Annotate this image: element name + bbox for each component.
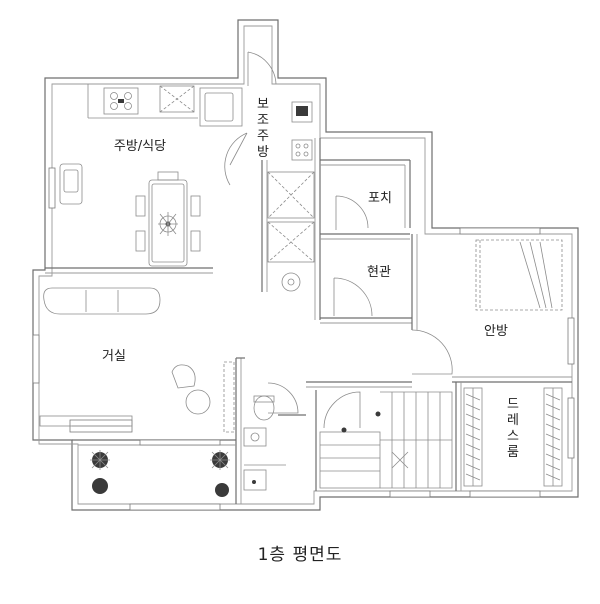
- label-living-room: 거실: [102, 349, 126, 364]
- label-master-bedroom: 안방: [484, 324, 508, 339]
- dressing-char-3: 스: [507, 429, 519, 444]
- dressing-char-1: 드: [507, 397, 519, 412]
- utility-char-2: 조: [257, 113, 269, 128]
- dressing-closets: [463, 387, 563, 487]
- utility-char-3: 주: [257, 129, 269, 144]
- master-bed: [475, 239, 563, 311]
- label-entrance: 현관: [367, 265, 391, 280]
- bathroom-fixtures: [223, 361, 286, 491]
- staircase: [319, 391, 453, 489]
- dressing-char-4: 룸: [507, 445, 519, 460]
- utility-char-4: 방: [257, 145, 269, 160]
- doors: [224, 51, 453, 429]
- exterior-walls: [32, 19, 579, 511]
- label-utility-kitchen: 보 조 주 방: [257, 97, 269, 160]
- living-furniture: [39, 287, 211, 427]
- label-kitchen-dining: 주방/식당: [114, 139, 166, 154]
- kitchen-fixtures: [59, 84, 243, 267]
- interior-walls: [45, 138, 572, 504]
- balcony-plants: [90, 450, 230, 497]
- plan-caption: 1층 평면도: [257, 545, 343, 565]
- label-dressing-room: 드 레 스 룸: [507, 397, 519, 460]
- utility-fixtures: [267, 101, 315, 292]
- dressing-char-2: 레: [507, 413, 519, 428]
- windows: [32, 167, 575, 511]
- utility-char-1: 보: [257, 97, 269, 112]
- label-porch: 포치: [368, 191, 392, 206]
